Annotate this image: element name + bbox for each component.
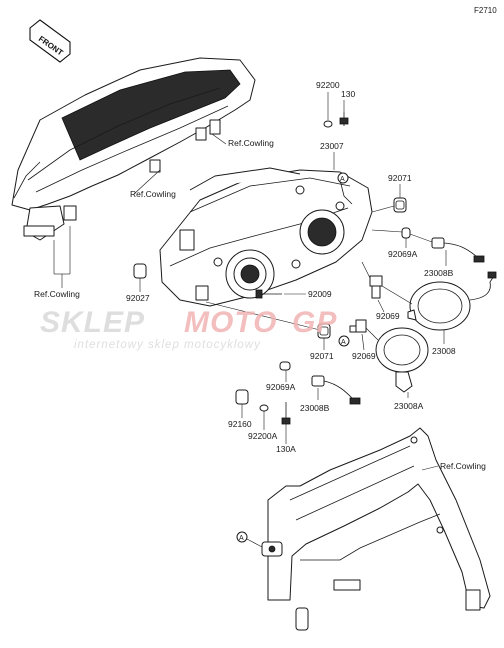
cover-23008a-icon	[375, 327, 429, 398]
bulb-92069-low-icon	[349, 319, 367, 333]
cowling-bracket	[63, 205, 77, 221]
label-92071-mid: 92071	[310, 351, 334, 361]
watermark-logo: SKLEP MOTO GP internetowy sklep motocykl…	[40, 306, 337, 351]
grommet-92071-top-icon	[393, 197, 407, 213]
figure-code: F2710	[474, 6, 497, 15]
callout-a-bottom	[236, 531, 248, 543]
watermark-tagline: internetowy sklep motocyklowy	[74, 339, 261, 351]
label-23008a: 23008A	[394, 401, 424, 411]
washer-92200-icon	[323, 120, 333, 128]
label-ref-cowling-middle: Ref.Cowling	[130, 189, 176, 199]
label-23008: 23008	[432, 346, 456, 356]
screw-92009-icon	[255, 289, 282, 299]
grommet-92160-icon	[235, 389, 249, 405]
label-23007: 23007	[320, 141, 344, 151]
callout-a-top	[337, 172, 349, 184]
label-23008b-low: 23008B	[300, 403, 330, 413]
label-92200: 92200	[316, 80, 340, 90]
headlight-assembly-23007	[159, 167, 373, 307]
label-92069a-low: 92069A	[266, 382, 296, 392]
callout-a-mid	[338, 335, 350, 347]
label-92069-low: 92069	[352, 351, 376, 361]
callout-a-top-label: A	[340, 176, 345, 183]
watermark-brand-suffix: GP	[292, 306, 337, 339]
label-130: 130	[341, 89, 355, 99]
upper-cowling-shell	[11, 57, 256, 241]
label-ref-cowling-right: Ref.Cowling	[440, 461, 486, 471]
label-130a: 130A	[276, 444, 296, 454]
screw-130-icon	[339, 112, 349, 126]
ref-cowling-bracket-lines	[53, 226, 71, 288]
grommet-92027-icon	[133, 263, 147, 279]
front-arrow-icon: FRONT	[29, 19, 71, 63]
label-92027: 92027	[126, 293, 150, 303]
label-ref-cowling-left: Ref.Cowling	[34, 289, 80, 299]
callout-a-mid-label: A	[341, 339, 346, 346]
socket-23008b-top-icon	[431, 237, 485, 266]
label-ref-cowling-top: Ref.Cowling	[228, 138, 274, 148]
label-92009: 92009	[308, 289, 332, 299]
label-92069a-top: 92069A	[388, 249, 418, 259]
bulb-92069a-low-icon	[279, 361, 291, 371]
label-92071-top: 92071	[388, 173, 412, 183]
socket-23008b-low-icon	[311, 375, 361, 405]
label-92069-mid: 92069	[376, 311, 400, 321]
washer-92200a-icon	[259, 404, 269, 412]
watermark-brand-right: MOTO	[184, 306, 277, 339]
headlight-frame-bracket	[261, 427, 491, 631]
watermark-brand-left: SKLEP	[40, 306, 145, 339]
label-23008b-top: 23008B	[424, 268, 454, 278]
screw-130a-icon	[281, 402, 291, 425]
bulb-92069a-top-icon	[401, 227, 411, 248]
label-92200a: 92200A	[248, 431, 278, 441]
callout-a-bottom-label: A	[239, 535, 244, 542]
label-92160: 92160	[228, 419, 252, 429]
cover-23008-icon	[407, 271, 497, 344]
cowling-tab	[23, 225, 55, 237]
bulb-92069-mid-icon	[369, 275, 385, 313]
